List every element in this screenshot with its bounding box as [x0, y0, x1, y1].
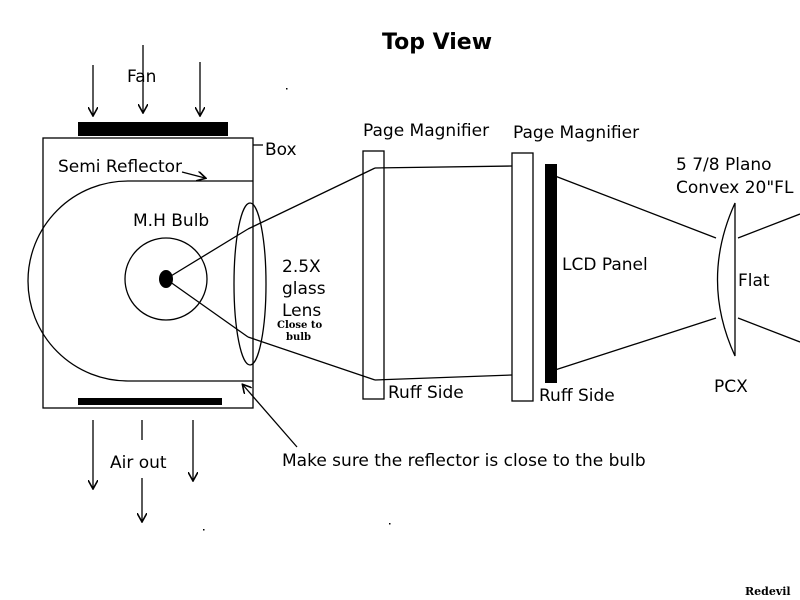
ruff-side-2-label: Ruff Side: [539, 386, 615, 406]
pcx-lens: [716, 202, 736, 357]
lcd-panel: [545, 164, 557, 383]
exhaust-bar: [78, 398, 222, 405]
flat-label: Flat: [738, 271, 770, 291]
plano-label-1: 5 7/8 Plano: [676, 155, 772, 175]
fan-bar: [78, 122, 228, 136]
lens-label-3: Lens: [282, 301, 321, 321]
bulb-outline: [124, 237, 208, 321]
bulb-label: M.H Bulb: [133, 211, 209, 231]
stray-dots: [203, 88, 391, 531]
semi-reflector: [27, 180, 253, 382]
glass-lens: [233, 202, 267, 366]
signature: Redevil: [745, 585, 791, 598]
semi-reflector-label: Semi Reflector: [58, 157, 182, 177]
plano-label-2: Convex 20"FL: [676, 178, 794, 198]
lens-label-1: 2.5X: [282, 257, 321, 277]
pcx-label: PCX: [714, 377, 748, 397]
lcd-panel-label: LCD Panel: [562, 255, 648, 275]
light-rays: [165, 165, 800, 381]
page-magnifier-2-label: Page Magnifier: [513, 123, 639, 143]
semi-reflector-pointer: [181, 172, 205, 178]
fan-label: Fan: [127, 67, 156, 87]
air-out-arrows: [93, 420, 193, 521]
note-label: Make sure the reflector is close to the …: [282, 451, 646, 471]
close-to-bulb-label-1: Close to: [277, 320, 323, 331]
page-magnifier-2: [511, 152, 534, 402]
ruff-side-1-label: Ruff Side: [388, 383, 464, 403]
lens-label-2: glass: [282, 279, 326, 299]
note-arrow: [243, 385, 298, 448]
page-magnifier-1: [362, 150, 385, 400]
diagram-title: Top View: [382, 30, 492, 55]
air-out-label: Air out: [110, 453, 167, 473]
close-to-bulb-label-2: bulb: [286, 332, 311, 343]
box-label: Box: [265, 140, 297, 160]
fan-arrows: [93, 45, 200, 115]
page-magnifier-1-label: Page Magnifier: [363, 121, 489, 141]
lamp-box: [42, 137, 254, 409]
